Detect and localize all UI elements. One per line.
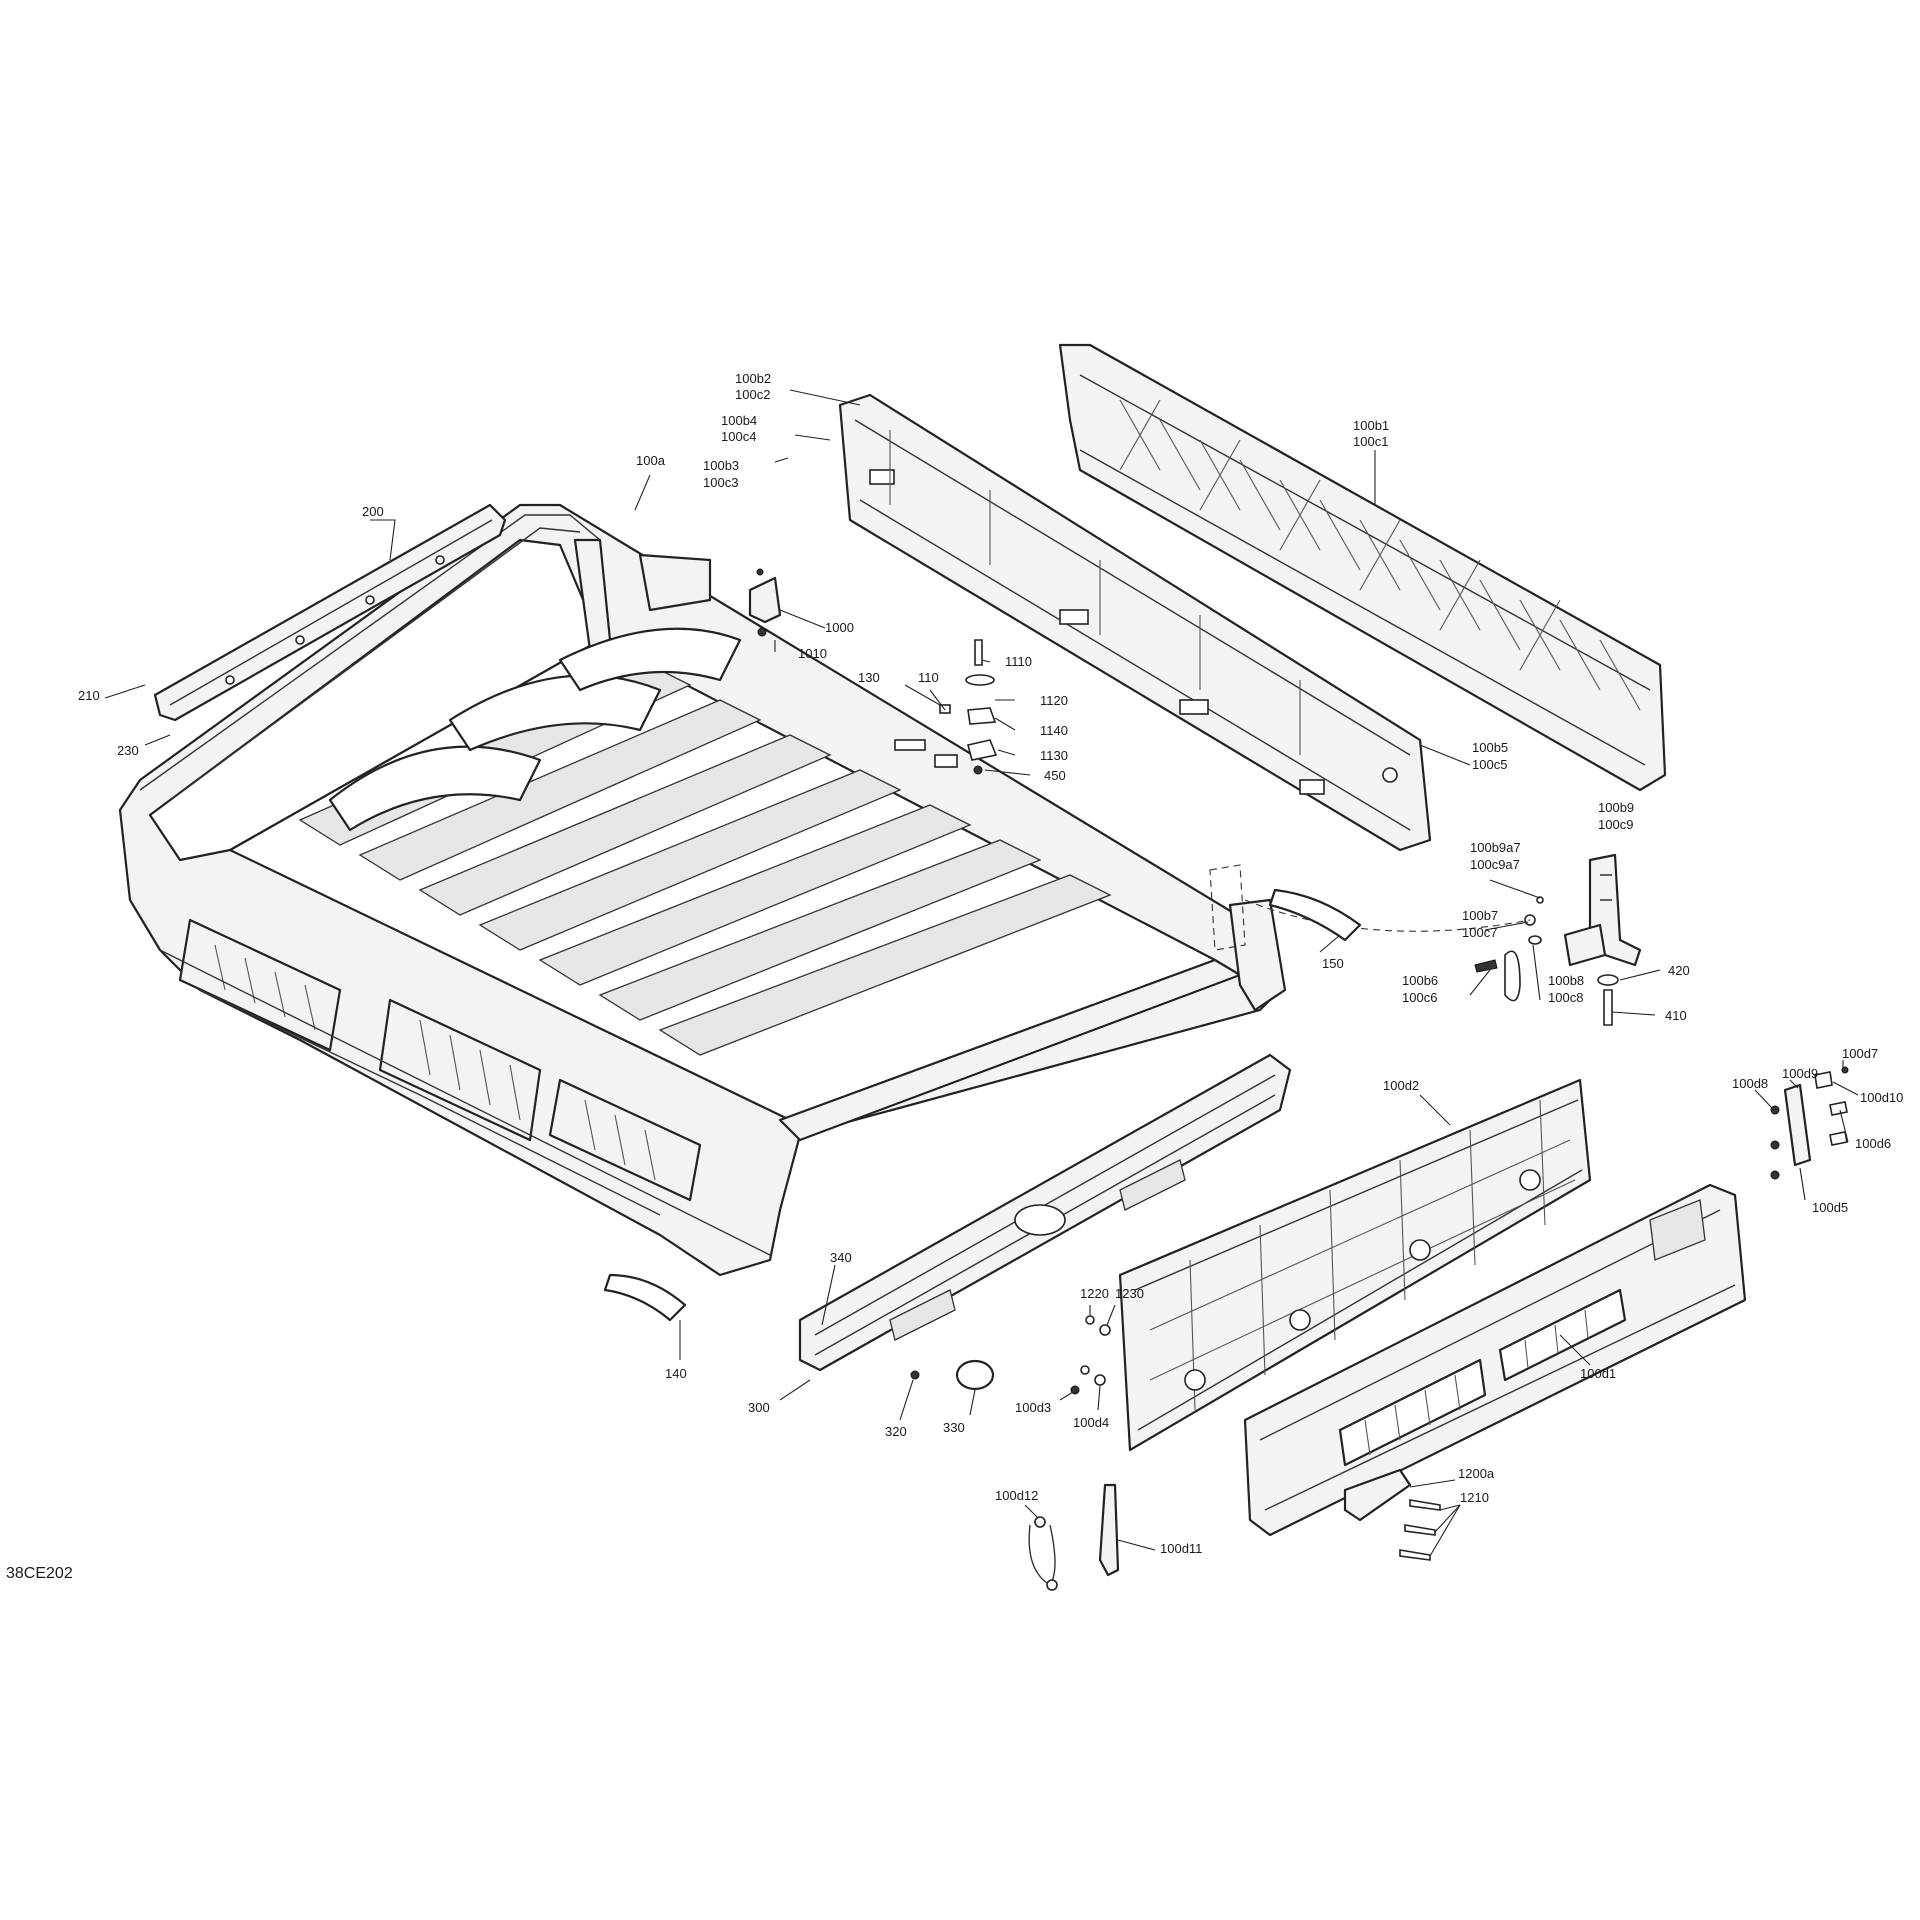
callout-150: 150 — [1322, 956, 1344, 971]
pad-140 — [603, 1273, 687, 1322]
callout-1220: 1220 — [1080, 1286, 1109, 1301]
callout-1130: 1130 — [1040, 748, 1068, 763]
callout-100d5: 100d5 — [1812, 1200, 1848, 1215]
callout-210: 210 — [78, 688, 100, 703]
tailgate-inner-panel — [1118, 1078, 1592, 1452]
callout-1210: 1210 — [1460, 1490, 1489, 1505]
callout-100a: 100a — [636, 453, 666, 468]
callout-1010: 1010 — [798, 646, 827, 661]
pad-150 — [1268, 888, 1362, 942]
callout-320: 320 — [885, 1424, 907, 1439]
callout-340: 340 — [830, 1250, 852, 1265]
cargo-box-tub — [118, 503, 1287, 1277]
front-panel-inner — [838, 393, 1432, 852]
latch-assembly — [1474, 853, 1642, 1026]
callout-100d8: 100d8 — [1732, 1076, 1768, 1091]
callout-100c7: 100c7 — [1462, 925, 1497, 940]
callout-100b3: 100b3 — [703, 458, 739, 473]
callout-200: 200 — [362, 504, 384, 519]
callout-100c5: 100c5 — [1472, 757, 1507, 772]
callout-100d7: 100d7 — [1842, 1046, 1878, 1061]
callout-100b4: 100b4 — [721, 413, 757, 428]
callout-110: 110 — [918, 670, 939, 685]
bracket-100d11 — [1098, 1483, 1120, 1577]
callout-100b7: 100b7 — [1462, 908, 1498, 923]
callout-330: 330 — [943, 1420, 965, 1435]
callout-1120: 1120 — [1040, 693, 1068, 708]
callout-100d12: 100d12 — [995, 1488, 1038, 1503]
callout-100d6: 100d6 — [1855, 1136, 1891, 1151]
leader-lines — [104, 389, 1859, 1557]
bracket-1000 — [748, 568, 782, 637]
callout-100c8: 100c8 — [1548, 990, 1583, 1005]
washers-1220-1230 — [1070, 1315, 1111, 1395]
callout-230: 230 — [117, 743, 139, 758]
callout-100c1: 100c1 — [1353, 434, 1388, 449]
hinge-1200a — [1343, 1468, 1441, 1561]
callout-100d11: 100d11 — [1160, 1541, 1202, 1556]
callout-100b9: 100b9 — [1598, 800, 1634, 815]
callout-1110: 1110 — [1005, 654, 1032, 669]
callout-1230: 1230 — [1115, 1286, 1144, 1301]
callout-100d1: 100d1 — [1580, 1366, 1616, 1381]
callout-100b1: 100b1 — [1353, 418, 1389, 433]
callout-100b2: 100b2 — [735, 371, 771, 386]
hardware-stack — [894, 639, 998, 775]
side-rail — [153, 503, 507, 722]
callout-100d9: 100d9 — [1782, 1066, 1818, 1081]
callout-100b8: 100b8 — [1548, 973, 1584, 988]
callout-100c2: 100c2 — [735, 387, 770, 402]
callout-450: 450 — [1044, 768, 1066, 783]
tailgate-outer-panel — [1243, 1183, 1747, 1537]
front-frame — [1058, 343, 1667, 792]
callout-420: 420 — [1668, 963, 1690, 978]
callout-140: 140 — [665, 1366, 687, 1381]
callout-410: 410 — [1665, 1008, 1687, 1023]
screw-320 — [910, 1370, 920, 1380]
callout-labels: 100a 100b2 100c2 100b4 100c4 100b3 100c3… — [78, 371, 1903, 1556]
strap-bracket — [1770, 1066, 1849, 1180]
figure-reference: 38CE202 — [6, 1565, 73, 1582]
callout-100b9a7: 100b9a7 — [1470, 840, 1521, 855]
callout-1140: 1140 — [1040, 723, 1068, 738]
rear-bumper — [798, 1053, 1292, 1372]
cable-100d12 — [1028, 1516, 1058, 1591]
callout-1000: 1000 — [825, 620, 854, 635]
callout-100b5: 100b5 — [1472, 740, 1508, 755]
callout-130: 130 — [858, 670, 880, 685]
callout-100c9a7: 100c9a7 — [1470, 857, 1520, 872]
callout-100c4: 100c4 — [721, 429, 756, 444]
latch-ghost — [1209, 864, 1531, 951]
callout-100c6: 100c6 — [1402, 990, 1437, 1005]
callout-100d3: 100d3 — [1015, 1400, 1051, 1415]
callout-100d2: 100d2 — [1383, 1078, 1419, 1093]
callout-100c9: 100c9 — [1598, 817, 1633, 832]
callout-100b6: 100b6 — [1402, 973, 1438, 988]
callout-300: 300 — [748, 1400, 770, 1415]
callout-100d10: 100d10 — [1860, 1090, 1903, 1105]
callout-100d4: 100d4 — [1073, 1415, 1109, 1430]
cap-330 — [955, 1359, 995, 1391]
callout-1200a: 1200a — [1458, 1466, 1495, 1481]
callout-100c3: 100c3 — [703, 475, 738, 490]
